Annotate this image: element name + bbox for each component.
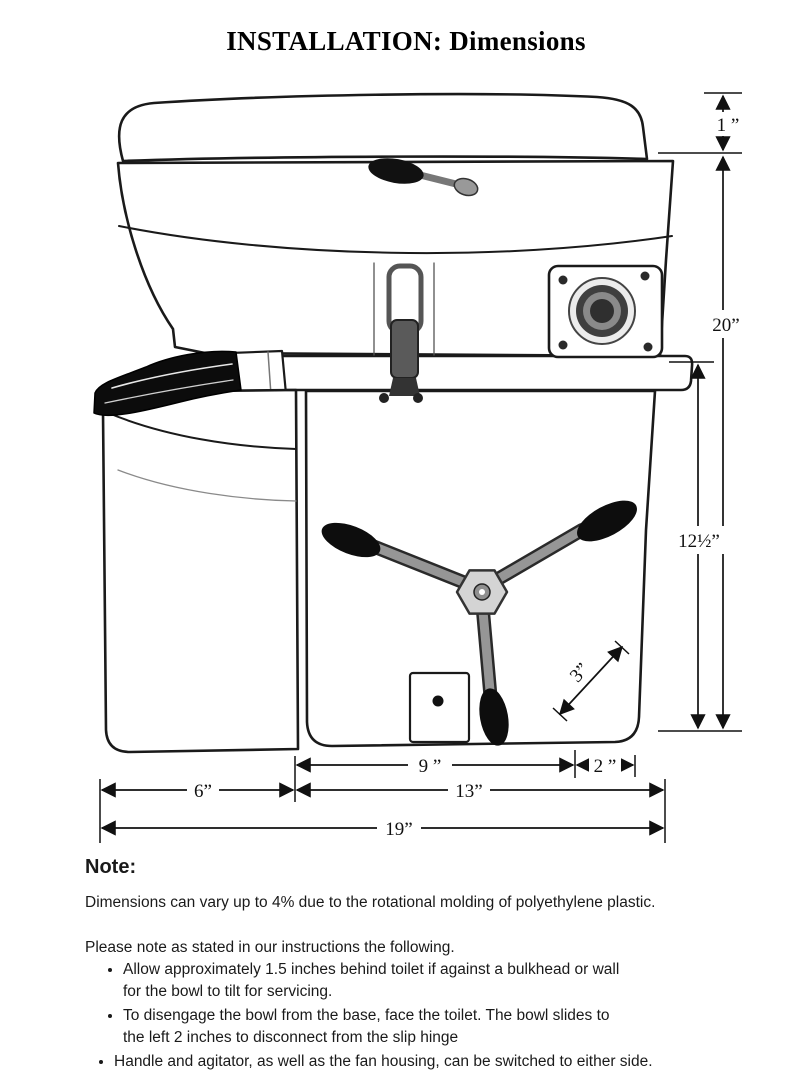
dim-label-2in: 2 ” xyxy=(594,756,617,777)
dimension-9in: 9 ” xyxy=(295,753,575,777)
dim-label-6in: 6” xyxy=(194,781,212,802)
agitator-handle xyxy=(321,500,637,746)
dimension-13in: 13” xyxy=(295,778,665,802)
dim-label-12half-in: 12½” xyxy=(678,531,720,552)
toilet-lid xyxy=(117,92,649,163)
note-bullet-3: Handle and agitator, as well as the fan … xyxy=(114,1051,740,1073)
bowl-latch xyxy=(373,262,435,403)
handle-knob-left xyxy=(321,522,381,558)
dimension-12half-in: 12½” xyxy=(671,363,727,730)
lid-handle xyxy=(368,158,479,197)
dimension-diagram: 3” 1 ” 20” 12½” xyxy=(93,92,749,843)
base-left-panel xyxy=(101,388,300,754)
dim-label-19in: 19” xyxy=(385,819,412,840)
note-bullet-1: Allow approximately 1.5 inches behind to… xyxy=(123,959,740,1004)
extension-lines-right xyxy=(658,92,742,732)
page-title: INSTALLATION: Dimensions xyxy=(226,26,586,56)
note-heading: Note: xyxy=(85,856,137,878)
dimension-20in: 20” xyxy=(703,155,749,730)
dimension-3in: 3” xyxy=(552,640,630,722)
note-section: Note: Dimensions can vary up to 4% due t… xyxy=(85,856,740,1074)
bowl-flange xyxy=(274,354,694,392)
dim-label-9in: 9 ” xyxy=(419,756,442,777)
handle-knob-bottom xyxy=(479,688,509,746)
dimension-1in: 1 ” xyxy=(712,94,744,152)
dimension-6in: 6” xyxy=(100,778,295,802)
bowl-seam-line xyxy=(118,225,673,255)
note-bullet-list: Allow approximately 1.5 inches behind to… xyxy=(85,959,740,1073)
toilet-drawing xyxy=(93,92,694,754)
dim-label-1in: 1 ” xyxy=(717,115,740,136)
extension-lines-bottom xyxy=(99,750,666,843)
note-body-text: Dimensions can vary up to 4% due to the … xyxy=(85,894,656,911)
fan-port-inner xyxy=(590,299,614,323)
vent-hose xyxy=(93,350,242,417)
handle-knob-right xyxy=(577,500,637,542)
note-intro-text: Please note as stated in our instruction… xyxy=(85,939,455,956)
dimension-2in: 2 ” xyxy=(575,753,635,777)
note-bullet-2: To disengage the bowl from the base, fac… xyxy=(123,1005,740,1050)
base-door xyxy=(408,671,471,744)
dimension-19in: 19” xyxy=(100,816,665,840)
dim-label-13in: 13” xyxy=(455,781,482,802)
toilet-bowl-body xyxy=(116,159,675,358)
base-main xyxy=(304,389,657,748)
dim-label-20in: 20” xyxy=(712,315,739,336)
fan-housing xyxy=(547,264,664,359)
